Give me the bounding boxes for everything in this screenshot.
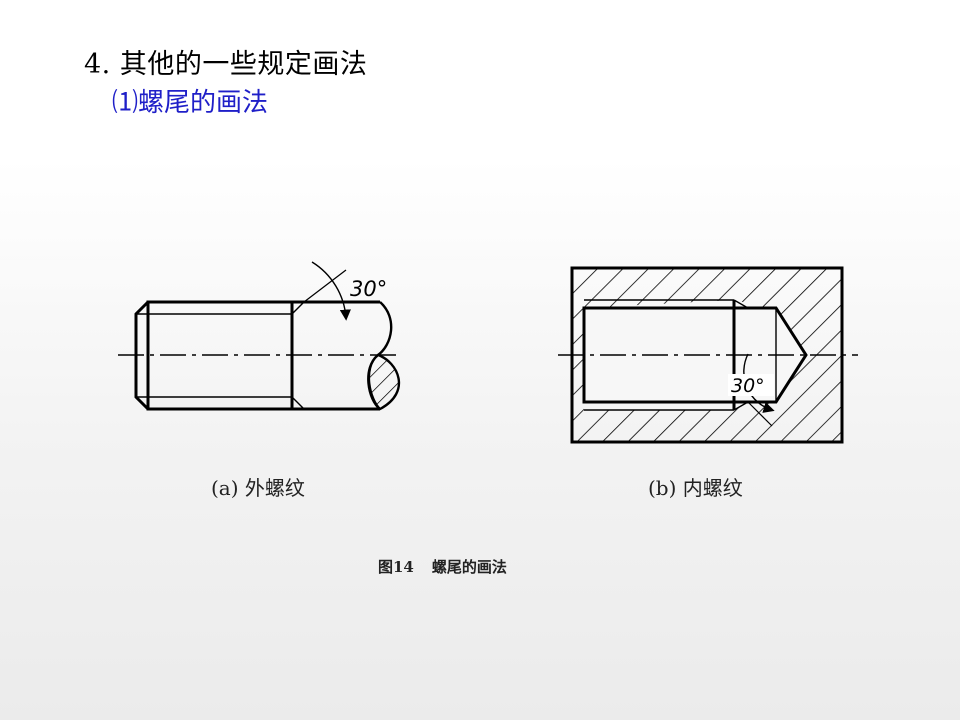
figure-number: 图14 <box>378 558 414 576</box>
runout-top <box>291 301 305 315</box>
caption-external-thread: (a) 外螺纹 <box>211 476 305 500</box>
break-section <box>367 353 401 411</box>
figure-title: 图14 螺尾的画法 <box>378 556 507 577</box>
figure-name: 螺尾的画法 <box>431 558 507 576</box>
angle-arc-a <box>311 261 351 321</box>
angle-label-a: 30° <box>350 277 387 301</box>
runout-bottom-b <box>733 401 749 411</box>
caption-internal-thread: (b) 内螺纹 <box>648 476 743 500</box>
bolt-chamfer <box>134 300 150 411</box>
internal-thread-figure <box>558 266 858 444</box>
external-thread-figure <box>118 261 401 411</box>
angle-label-b: 30° <box>731 375 765 397</box>
slide-heading: 4. 其他的一些规定画法 <box>84 49 368 80</box>
runout-top-b <box>733 299 749 309</box>
runout-bottom <box>291 396 305 410</box>
slide-subheading: ⑴螺尾的画法 <box>112 88 269 118</box>
